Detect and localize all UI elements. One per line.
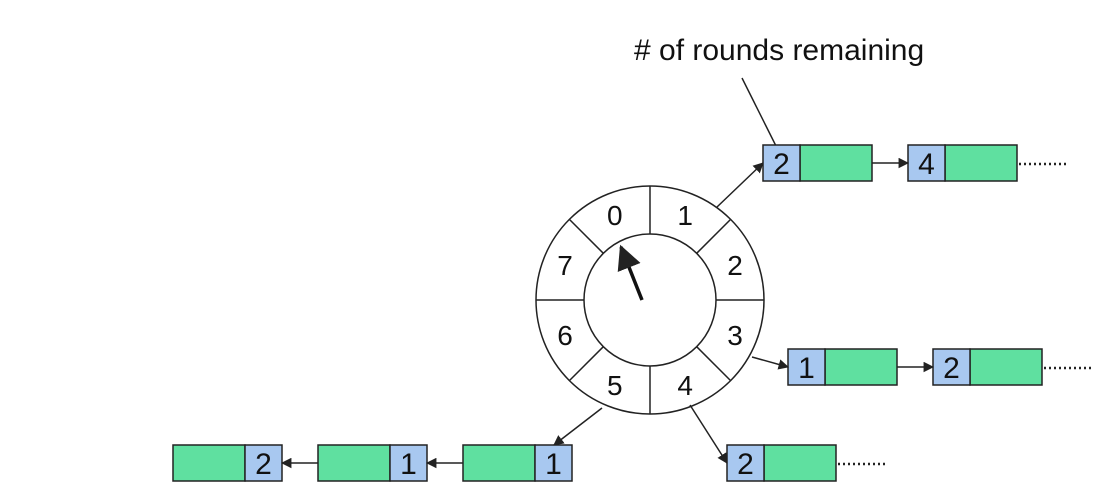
wheel-to-list-arrow (716, 162, 764, 208)
list-node: 2 (726, 444, 837, 482)
wheel-slot-label: 0 (607, 200, 623, 231)
node-rounds-value: 2 (255, 448, 272, 481)
wheel-pointer-hand (617, 244, 644, 301)
wheel-slot-label: 1 (677, 200, 693, 231)
node-rounds-cell (244, 444, 283, 482)
node-payload-cell (824, 348, 898, 386)
node-rounds-value: 1 (545, 448, 562, 481)
rounds-remaining-callout: # of rounds remaining (634, 34, 924, 67)
node-payload-cell (763, 444, 837, 482)
node-rounds-value: 1 (798, 352, 815, 385)
wheel-spoke (568, 346, 604, 382)
node-rounds-value: 2 (737, 448, 754, 481)
node-rounds-cell (787, 348, 826, 386)
node-payload-cell (317, 444, 391, 482)
node-payload-cell (462, 444, 536, 482)
wheel-slot-label: 4 (677, 370, 693, 401)
list-node: 1 (787, 348, 898, 386)
wheel-spoke (568, 218, 604, 254)
node-payload-cell (172, 444, 246, 482)
wheel-slot-label: 7 (557, 250, 573, 281)
wheel-spoke (696, 346, 732, 382)
wheel-inner-ring (583, 233, 717, 367)
node-payload-cell (969, 348, 1043, 386)
wheel-slot-label: 5 (607, 370, 623, 401)
list-node: 4 (907, 144, 1018, 182)
wheel-slot-labels: 0 1 2 3 4 5 6 7 (557, 200, 743, 401)
node-payload-cell (799, 144, 873, 182)
node-rounds-cell (389, 444, 428, 482)
list-node: 1 (317, 444, 428, 482)
wheel-to-list-arrow (751, 356, 790, 370)
node-rounds-value: 4 (918, 148, 935, 181)
wheel-slot-label: 2 (727, 250, 743, 281)
list-node: 2 (762, 144, 873, 182)
wheel-spokes (536, 186, 764, 414)
wheel-slot-label: 6 (557, 320, 573, 351)
bucket-lists: 2 4 1 2 2 1 1 2 (172, 144, 1092, 482)
node-rounds-cell (534, 444, 573, 482)
node-rounds-cell (762, 144, 801, 182)
list-node: 2 (172, 444, 283, 482)
node-rounds-value: 1 (400, 448, 417, 481)
node-rounds-value: 2 (773, 148, 790, 181)
list-node: 2 (932, 348, 1043, 386)
node-payload-cell (944, 144, 1018, 182)
node-rounds-cell (726, 444, 765, 482)
wheel-slot-label: 3 (727, 320, 743, 351)
callout-leader-line (741, 77, 778, 149)
wheel-spoke (696, 218, 732, 254)
timing-wheel: 0 1 2 3 4 5 6 7 (535, 185, 765, 415)
node-rounds-value: 2 (943, 352, 960, 385)
wheel-to-list-arrow (689, 404, 728, 464)
list-node: 1 (462, 444, 573, 482)
wheel-to-list-arrow (553, 407, 603, 446)
